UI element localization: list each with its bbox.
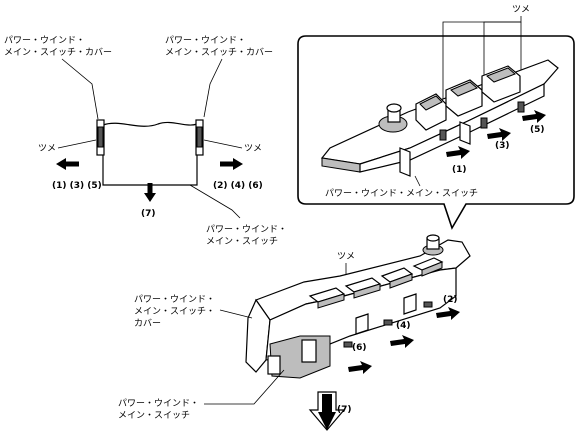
main-step-4: (4) — [396, 321, 411, 331]
detail-step-5: (5) — [530, 125, 545, 135]
main-step-2: (2) — [443, 295, 458, 305]
detail-tab-leader-1 — [442, 16, 522, 114]
switch-leader — [189, 184, 241, 219]
switch-label-line2: メイン・スイッチ — [206, 236, 278, 247]
main-arrow-6-icon — [348, 361, 372, 374]
main-tab-label: ツメ — [337, 252, 355, 262]
tab-left-schematic — [97, 126, 104, 148]
arrow-right-icon — [220, 158, 243, 170]
main-step-6: (6) — [352, 343, 367, 353]
main-step-7: (7) — [337, 405, 352, 415]
cover-label-left-line2: メイン・スイッチ・カバー — [4, 47, 112, 58]
main-arrow-4-icon — [390, 335, 414, 348]
detail-arrow-5-icon — [522, 110, 546, 123]
detail-step-1: (1) — [452, 165, 467, 175]
main-switch-label-line1: パワー・ウインド・ — [118, 398, 199, 409]
cover-right-leader — [203, 58, 223, 118]
detail-callout: ツメ (1) (3) (5) — [297, 5, 575, 230]
detail-switch-buttons — [415, 65, 521, 131]
main-cover-label-line2: メイン・スイッチ・ — [134, 306, 215, 317]
cover-label-right-line2: メイン・スイッチ・カバー — [165, 47, 273, 58]
arrow-left-icon — [56, 158, 79, 170]
cover-label-right-line1: パワー・ウインド・ — [165, 35, 246, 46]
tab-label-left: ツメ — [38, 144, 56, 154]
step-down: (7) — [141, 209, 156, 219]
steps-left: (1) (3) (5) — [52, 181, 102, 191]
arrow-down-icon — [144, 183, 156, 202]
detail-arrow-3-icon — [487, 128, 511, 141]
detail-caption: パワー・ウインド・メイン・スイッチ — [325, 188, 478, 199]
tab-label-right: ツメ — [244, 144, 262, 154]
main-view: ツメ — [118, 234, 471, 431]
left-schematic: パワー・ウインド・ メイン・スイッチ・カバー パワー・ウインド・ メイン・スイッ… — [4, 35, 287, 247]
switch-label-line1: パワー・ウインド・ — [206, 224, 287, 235]
detail-callout-frame — [297, 35, 575, 230]
cover-left-leader — [61, 58, 99, 120]
main-knob-top — [426, 234, 440, 242]
detail-tab-label: ツメ — [512, 5, 530, 15]
main-switch-buttons — [308, 257, 444, 309]
main-cover-label-line3: カバー — [134, 318, 161, 329]
main-switch-label-line2: メイン・スイッチ — [118, 410, 190, 421]
detail-knob-top — [386, 103, 402, 113]
detail-step-3: (3) — [495, 141, 510, 151]
switch-body-schematic — [102, 121, 198, 186]
steps-right: (2) (4) (6) — [213, 181, 263, 191]
tab-right-schematic — [196, 126, 203, 148]
cover-label-left-line1: パワー・ウインド・ — [4, 35, 85, 46]
main-arrow-2-icon — [436, 307, 460, 320]
detail-arrow-1-icon — [446, 146, 470, 159]
main-cover-label-line1: パワー・ウインド・ — [134, 294, 215, 305]
